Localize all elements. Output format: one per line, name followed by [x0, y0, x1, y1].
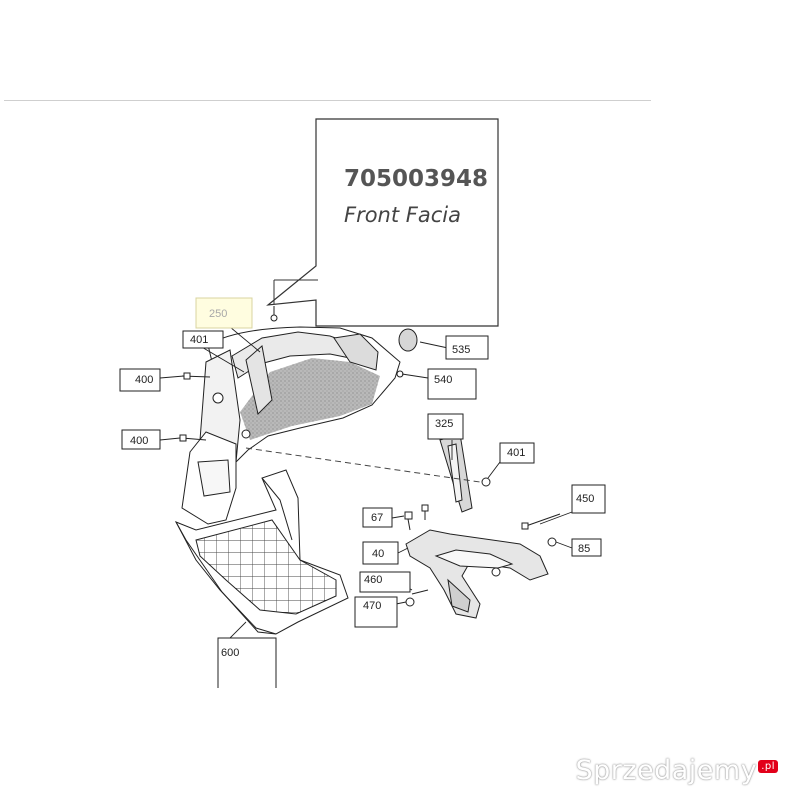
label-67: 67 [371, 512, 383, 524]
callout-part-name: Front Facia [344, 203, 461, 227]
site-watermark: Sprzedajemy.pl [575, 755, 778, 786]
label-250: 250 [209, 308, 227, 320]
label-535: 535 [452, 344, 470, 356]
label-450: 450 [576, 493, 594, 505]
label-400-upper: 400 [135, 374, 153, 386]
label-85: 85 [578, 543, 590, 555]
label-325: 325 [435, 418, 453, 430]
divider-line [4, 100, 651, 101]
label-401-right: 401 [507, 447, 525, 459]
label-600: 600 [221, 647, 239, 659]
label-540: 540 [434, 374, 452, 386]
front-facia-drawing [181, 326, 401, 525]
brackets-drawing [405, 433, 549, 619]
label-470: 470 [363, 600, 381, 612]
label-400-lower: 400 [130, 435, 148, 447]
part-callout: 705003948 Front Facia [266, 118, 499, 327]
leader-lines [159, 321, 573, 639]
label-460: 460 [364, 574, 382, 586]
label-401-top: 401 [190, 334, 208, 346]
label-boxes [119, 297, 606, 688]
watermark-text: Sprzedajemy [575, 755, 758, 786]
fasteners-drawing [179, 306, 561, 607]
skid-plate-drawing [174, 469, 349, 635]
label-texts: 250 401 400 400 535 540 325 401 450 67 8… [130, 308, 594, 659]
callout-part-number: 705003948 [344, 166, 488, 192]
label-40: 40 [372, 548, 384, 560]
watermark-badge: .pl [758, 760, 778, 773]
